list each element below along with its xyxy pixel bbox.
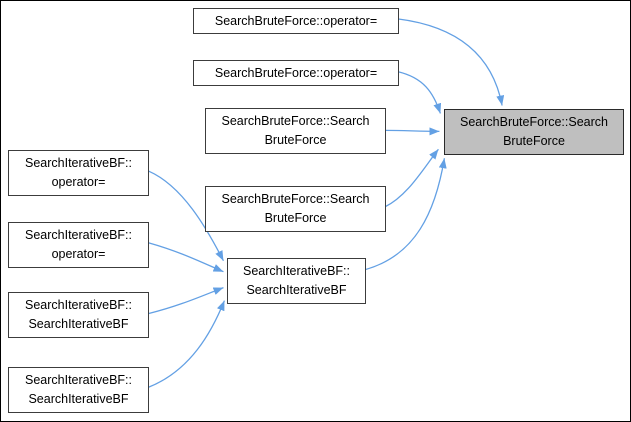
node-searchbruteforce-operator-2[interactable]: SearchBruteForce::operator= [193, 60, 399, 86]
node-searchiterativebf-ctor-2[interactable]: SearchIterativeBF:: SearchIterativeBF [8, 367, 149, 413]
node-searchbruteforce-ctor-2[interactable]: SearchBruteForce::Search BruteForce [205, 186, 386, 232]
edge-bf-op-2-to-target [397, 71, 442, 114]
edge-ibf-ctor-2-to-mid [148, 300, 226, 388]
node-searchbruteforce-operator-1[interactable]: SearchBruteForce::operator= [193, 8, 399, 34]
edge-bf-op-1-to-target [397, 18, 505, 106]
edge-bf-ctor-2-to-target [384, 148, 439, 208]
node-searchbruteforce-ctor-target: SearchBruteForce::Search BruteForce [444, 109, 624, 155]
node-searchiterativebf-operator-1[interactable]: SearchIterativeBF:: operator= [8, 150, 149, 196]
node-searchiterativebf-ctor-mid[interactable]: SearchIterativeBF:: SearchIterativeBF [227, 258, 366, 304]
edge-ibf-ctor-1-to-mid [148, 287, 224, 315]
edge-bf-ctor-1-to-target [384, 127, 440, 136]
edge-ibf-op-2-to-mid [148, 242, 224, 273]
node-searchbruteforce-ctor-1[interactable]: SearchBruteForce::Search BruteForce [205, 108, 386, 154]
node-searchiterativebf-operator-2[interactable]: SearchIterativeBF:: operator= [8, 222, 149, 268]
node-searchiterativebf-ctor-1[interactable]: SearchIterativeBF:: SearchIterativeBF [8, 292, 149, 338]
